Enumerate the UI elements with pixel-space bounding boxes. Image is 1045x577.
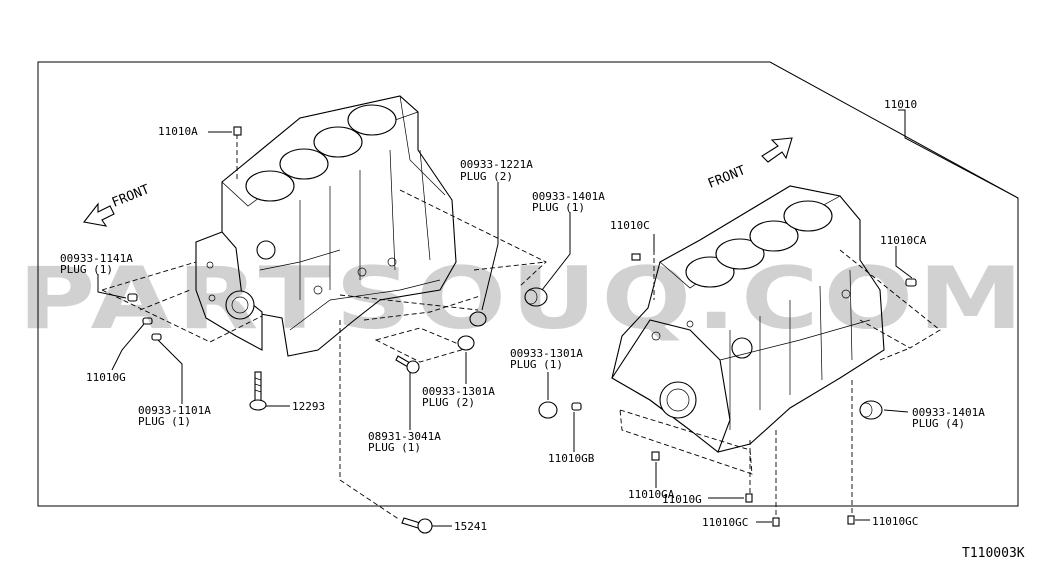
- pin-11010GC-b[interactable]: [847, 515, 855, 525]
- label-11010[interactable]: 11010: [884, 98, 917, 111]
- watermark: PARTSOUQ.COM: [18, 249, 1028, 349]
- bolt-15241[interactable]: [401, 517, 433, 534]
- bolt-12293[interactable]: [249, 371, 267, 411]
- label-00933-1301A-mid-plug: PLUG (2): [422, 396, 475, 409]
- assembly-frame: [37, 61, 1019, 507]
- label-11010G-left[interactable]: 11010G: [86, 371, 126, 384]
- label-00933-1101A[interactable]: 00933-1101A: [138, 404, 211, 417]
- label-00933-1301A-right-plug: PLUG (1): [510, 358, 563, 371]
- dashed-line-right-bottom: [749, 380, 853, 522]
- label-11010G-bottom[interactable]: 11010G: [662, 493, 702, 506]
- plug-00933-1141A[interactable]: [127, 293, 138, 302]
- leader-lines: [97, 109, 1019, 527]
- cylinder-block-right[interactable]: [611, 185, 885, 453]
- label-00933-1401A-right[interactable]: 00933-1401A: [912, 406, 985, 419]
- plug-00933-1301A-right[interactable]: [538, 401, 558, 419]
- plug-00933-1101A[interactable]: [151, 333, 162, 341]
- dashed-outline-right-bottom: [619, 409, 753, 475]
- label-00933-1301A-mid[interactable]: 00933-1301A: [422, 385, 495, 398]
- label-00933-1221A[interactable]: 00933-1221A: [460, 158, 533, 171]
- dashed-line-left-15241: [339, 320, 401, 521]
- front-label-right: FRONT: [706, 163, 748, 192]
- label-15241[interactable]: 15241: [454, 520, 487, 533]
- label-00933-1141A[interactable]: 00933-1141A: [60, 252, 133, 265]
- label-00933-1401A-top[interactable]: 00933-1401A: [532, 190, 605, 203]
- label-08931-3041A-plug: PLUG (1): [368, 441, 421, 454]
- plug-11010GB[interactable]: [571, 402, 582, 411]
- pin-11010GA[interactable]: [651, 451, 660, 461]
- dashed-outline-left-top: [339, 189, 547, 321]
- dashed-outline-right-top: [839, 249, 941, 361]
- plug-00933-1301A-mid[interactable]: [457, 335, 475, 351]
- label-00933-1141A-plug: PLUG (1): [60, 263, 113, 276]
- dashed-outline-left-front: [101, 261, 263, 343]
- label-12293[interactable]: 12293: [292, 400, 325, 413]
- front-arrow-left-icon: [83, 202, 115, 227]
- label-08931-3041A[interactable]: 08931-3041A: [368, 430, 441, 443]
- cylinder-block-left[interactable]: [195, 95, 457, 357]
- pin-11010C[interactable]: [631, 253, 641, 261]
- front-arrow-right-icon: [761, 137, 793, 163]
- label-00933-1401A-top-plug: PLUG (1): [532, 201, 585, 214]
- front-label-left: FRONT: [110, 182, 152, 211]
- label-00933-1101A-plug: PLUG (1): [138, 415, 191, 428]
- label-00933-1221A-plug: PLUG (2): [460, 170, 513, 183]
- plug-00933-1401A-top[interactable]: [524, 287, 548, 307]
- label-00933-1401A-right-plug: PLUG (4): [912, 417, 965, 430]
- label-11010A[interactable]: 11010A: [158, 125, 198, 138]
- label-11010GC-b[interactable]: 11010GC: [872, 515, 918, 528]
- plug-00933-1401A-right[interactable]: [859, 400, 883, 420]
- plug-11010G-left[interactable]: [142, 317, 153, 325]
- label-11010C[interactable]: 11010C: [610, 219, 650, 232]
- pin-11010GC-a[interactable]: [772, 517, 780, 527]
- diagram-code: T110003K: [962, 546, 1025, 561]
- pin-11010A[interactable]: [233, 126, 242, 136]
- pin-11010G-bottom[interactable]: [745, 493, 753, 503]
- label-11010GB[interactable]: 11010GB: [548, 452, 595, 465]
- bolt-08931-3041A[interactable]: [395, 355, 420, 374]
- plug-00933-1221A[interactable]: [469, 311, 487, 327]
- label-11010GC-a[interactable]: 11010GC: [702, 516, 748, 529]
- label-11010GA[interactable]: 11010GA: [628, 488, 675, 501]
- pin-11010CA[interactable]: [905, 278, 917, 287]
- label-11010CA[interactable]: 11010CA: [880, 234, 927, 247]
- label-00933-1301A-right[interactable]: 00933-1301A: [510, 347, 583, 360]
